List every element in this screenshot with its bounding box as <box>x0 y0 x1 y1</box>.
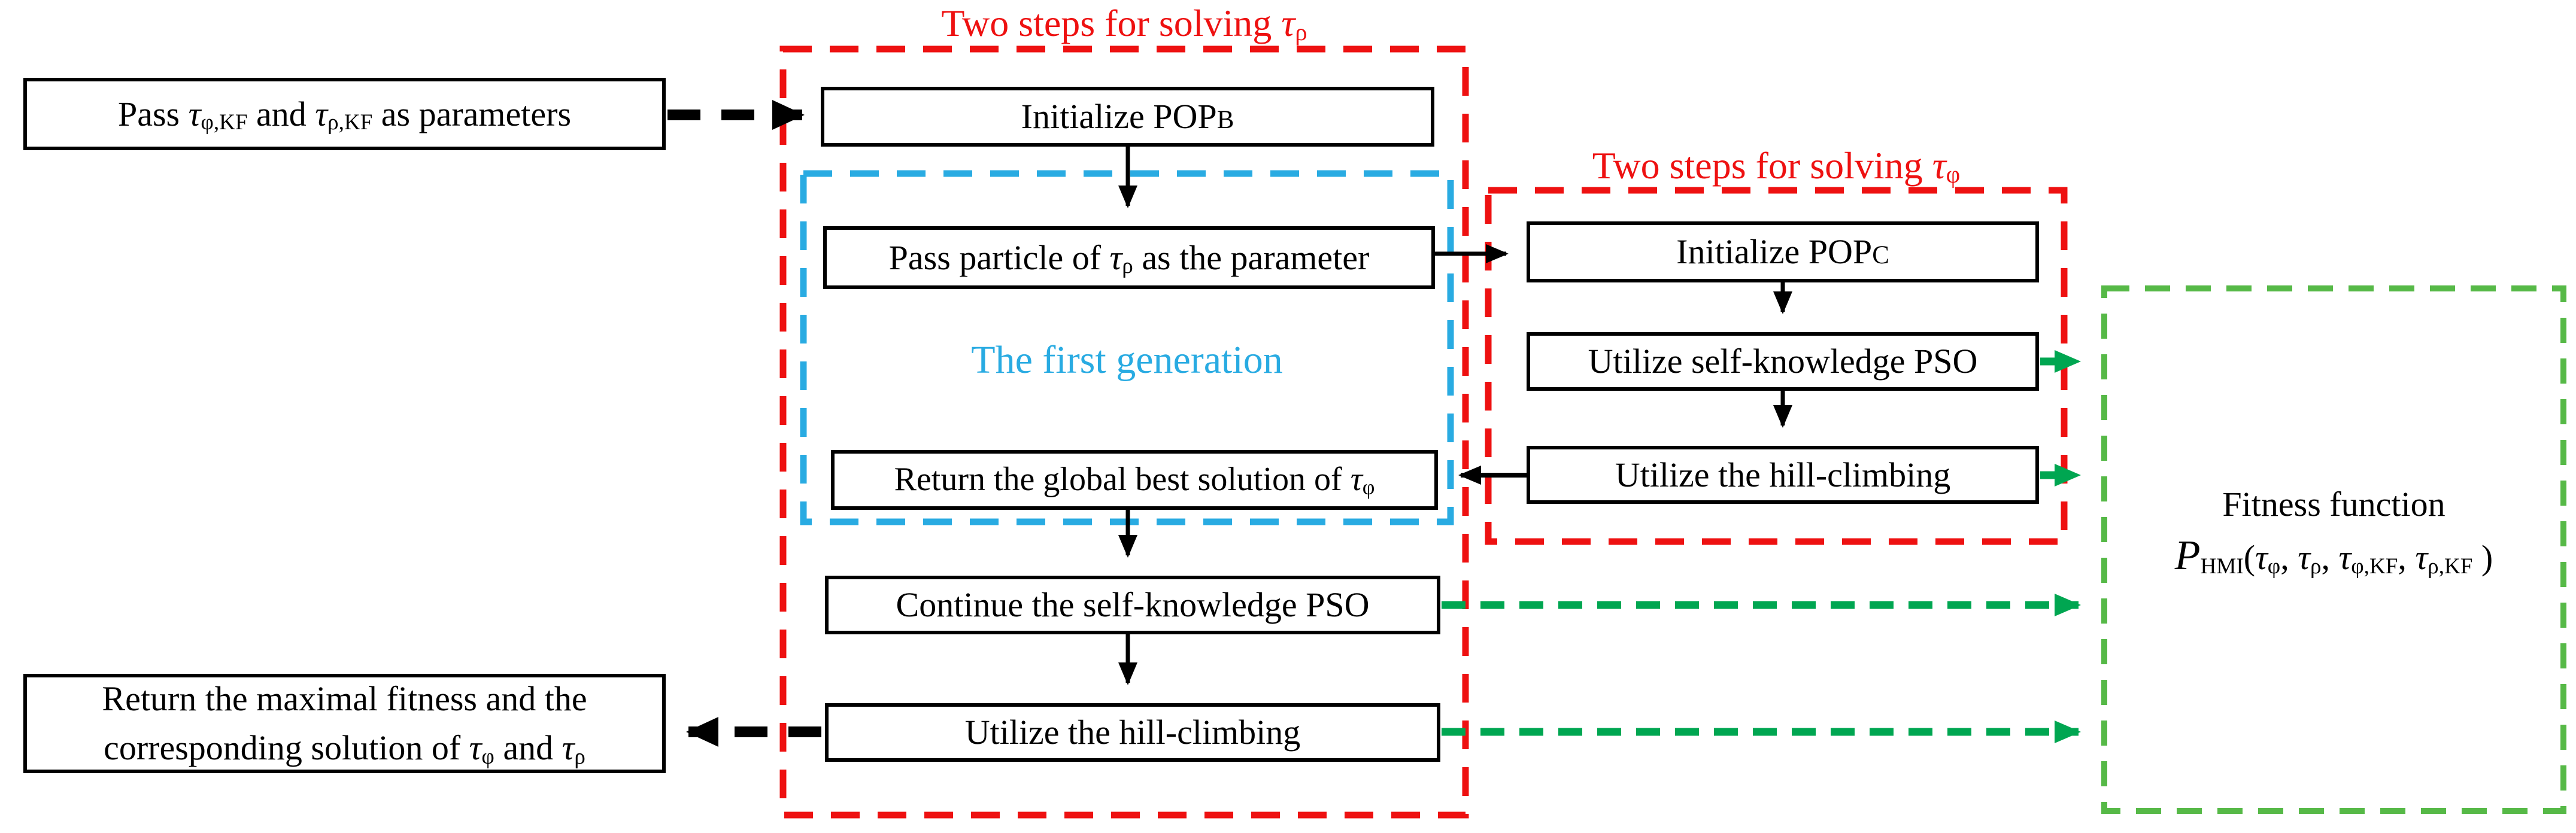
box-utilize-self-knowledge-pso: Utilize self-knowledge PSO <box>1527 332 2039 391</box>
red-dashed-container-solve-rho <box>779 45 1469 819</box>
box-text: Initialize POPB <box>1021 97 1234 136</box>
box-initialize-popb: Initialize POPB <box>821 87 1434 147</box>
tau-symbol: τ <box>1281 2 1295 44</box>
box-return-global-best: Return the global best solution of τφ <box>831 450 1438 510</box>
caption-two-steps-solving-phi: Two steps for solving τφ <box>1488 144 2064 189</box>
box-text-line2: corresponding solution of τφ and τρ <box>104 728 585 769</box>
box-text: Return the global best solution of τφ <box>894 461 1375 499</box>
box-text: Continue the self-knowledge PSO <box>896 585 1370 625</box>
box-text: Pass particle of τρ as the parameter <box>888 238 1370 279</box>
box-text-line1: Return the maximal fitness and the <box>102 679 587 718</box>
box-text: Initialize POPC <box>1676 232 1889 272</box>
box-text: Utilize the hill-climbing <box>964 713 1301 752</box>
box-pass-particle: Pass particle of τρ as the parameter <box>823 226 1435 289</box>
caption-text: The first generation <box>971 338 1283 382</box>
caption-text: Two steps for solving <box>1592 144 1932 187</box>
caption-text: Two steps for solving <box>941 2 1282 44</box>
fitness-line1: Fitness function <box>2222 485 2445 524</box>
box-text: Utilize the hill-climbing <box>1615 455 1951 494</box>
box-text: Utilize self-knowledge PSO <box>1588 342 1978 381</box>
caption-first-generation: The first generation <box>803 338 1451 382</box>
box-utilize-hill-climbing-right: Utilize the hill-climbing <box>1527 446 2039 504</box>
box-continue-self-knowledge-pso: Continue the self-knowledge PSO <box>825 576 1440 634</box>
box-pass-kf-parameters: Pass τφ,KF and τρ,KF as parameters <box>23 78 666 150</box>
tau-symbol: τ <box>1932 144 1946 187</box>
box-text: Pass τφ,KF and τρ,KF as parameters <box>117 94 572 135</box>
fitness-function-label: Fitness function PHMI(τφ, τρ, τφ,KF, τρ,… <box>2104 481 2563 585</box>
caption-two-steps-solving-rho: Two steps for solving τρ <box>783 2 1466 44</box>
tau-subscript: ρ <box>1295 18 1307 46</box>
box-utilize-hill-climbing-left: Utilize the hill-climbing <box>825 703 1440 762</box>
fitness-formula: PHMI(τφ, τρ, τφ,KF, τρ,KF ) <box>2174 533 2493 579</box>
tau-subscript: φ <box>1946 160 1961 189</box>
box-return-maximal-fitness: Return the maximal fitness and the corre… <box>23 674 666 773</box>
box-initialize-popc: Initialize POPC <box>1527 221 2039 282</box>
